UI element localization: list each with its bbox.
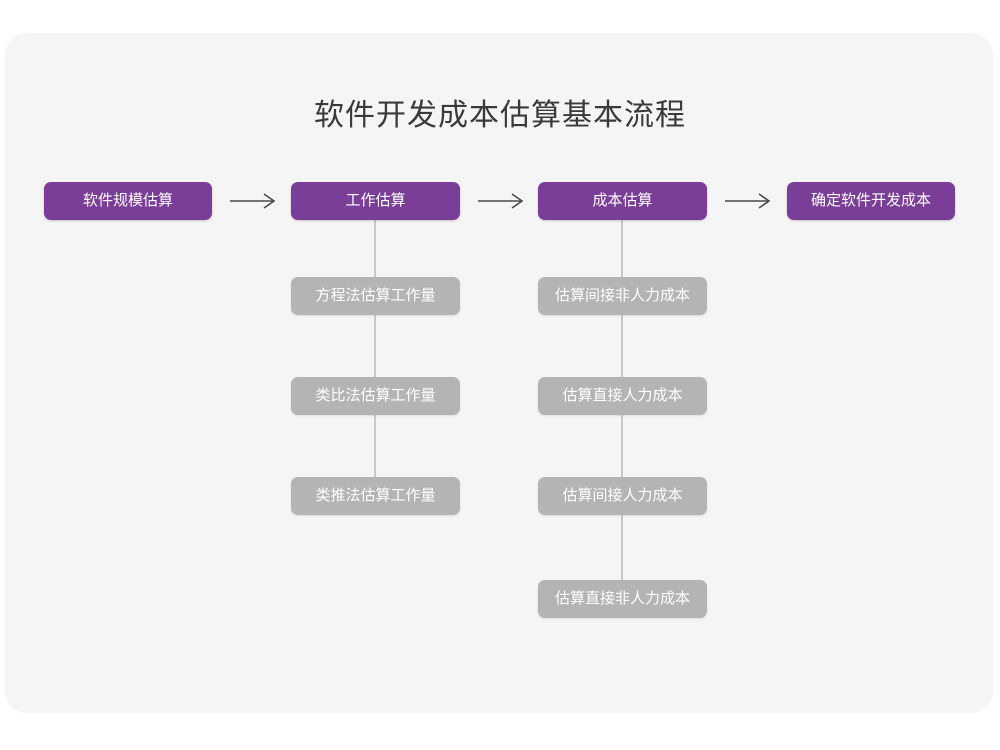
node-analogy-method-workload[interactable]: 类比法估算工作量: [291, 377, 460, 415]
node-determine-development-cost[interactable]: 确定软件开发成本: [787, 182, 955, 220]
arrow-right-icon-1: [228, 189, 280, 213]
node-work-estimation[interactable]: 工作估算: [291, 182, 460, 220]
node-direct-labor-cost[interactable]: 估算直接人力成本: [538, 377, 707, 415]
diagram-card: [5, 33, 993, 713]
node-software-scale-estimation[interactable]: 软件规模估算: [44, 182, 212, 220]
arrow-right-icon-3: [723, 189, 775, 213]
node-equation-method-workload[interactable]: 方程法估算工作量: [291, 277, 460, 315]
node-extrapolation-method-workload[interactable]: 类推法估算工作量: [291, 477, 460, 515]
connector-line-work-estimation: [374, 220, 376, 482]
arrow-right-icon-2: [476, 189, 528, 213]
node-indirect-nonlabor-cost[interactable]: 估算间接非人力成本: [538, 277, 707, 315]
node-direct-nonlabor-cost[interactable]: 估算直接非人力成本: [538, 580, 707, 618]
node-cost-estimation[interactable]: 成本估算: [538, 182, 707, 220]
node-indirect-labor-cost[interactable]: 估算间接人力成本: [538, 477, 707, 515]
page-title: 软件开发成本估算基本流程: [314, 99, 686, 132]
